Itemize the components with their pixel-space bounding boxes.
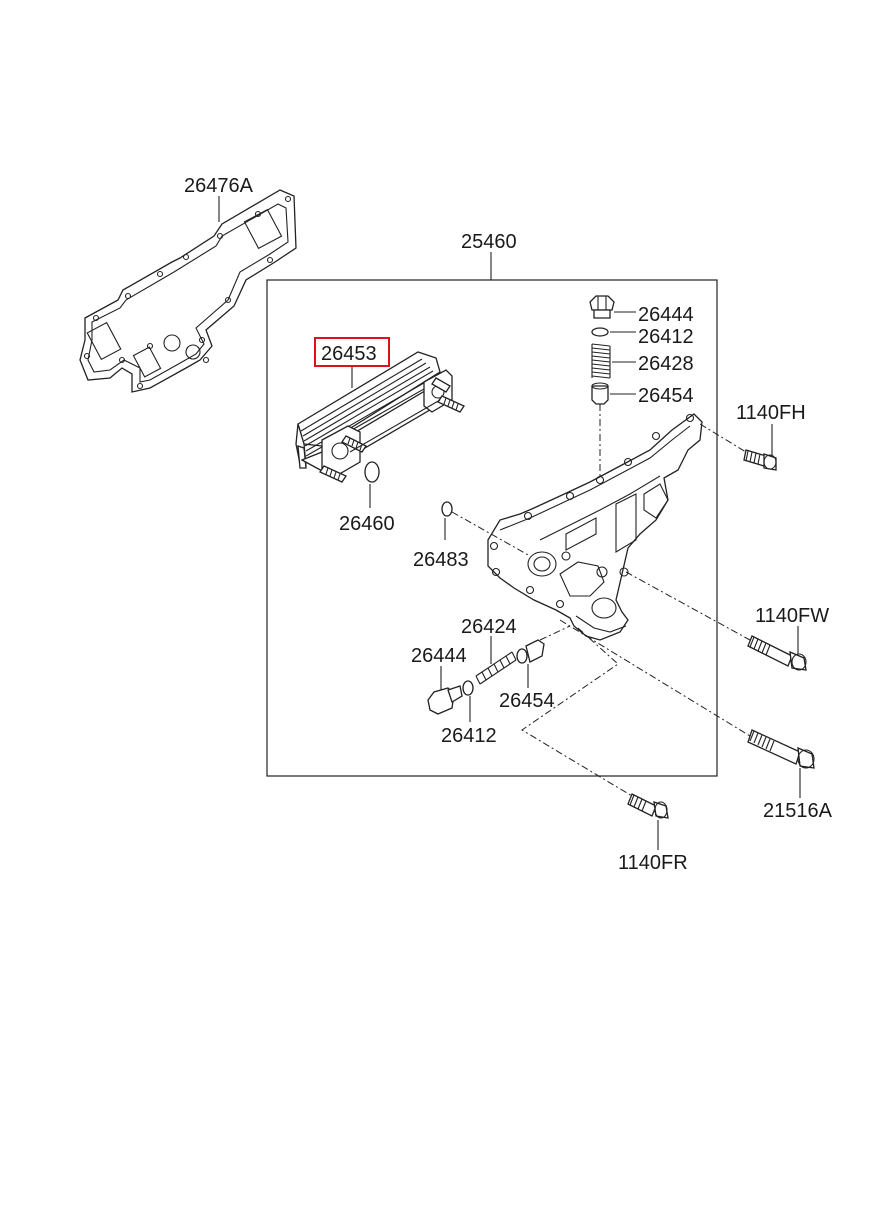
label-26454-top[interactable]: 26454 xyxy=(638,385,694,407)
assembly-frame-25460 xyxy=(266,279,718,777)
label-26428[interactable]: 26428 xyxy=(638,353,694,375)
label-26460[interactable]: 26460 xyxy=(339,513,395,535)
o-ring-26460[interactable] xyxy=(364,461,380,483)
bolt-1140fw[interactable] xyxy=(747,635,807,671)
label-21516a[interactable]: 21516A xyxy=(763,800,833,822)
label-26444-top[interactable]: 26444 xyxy=(638,304,694,326)
label-26454-bottom[interactable]: 26454 xyxy=(499,690,555,712)
bolt-1140fr[interactable] xyxy=(627,793,669,819)
label-26453[interactable]: 26453 xyxy=(321,343,377,365)
o-ring-26454-bottom[interactable] xyxy=(516,648,528,664)
label-25460[interactable]: 25460 xyxy=(461,231,517,253)
gasket-26476a[interactable] xyxy=(79,189,297,393)
washer-26412-bottom[interactable] xyxy=(462,680,474,696)
highlight-box-26453 xyxy=(314,337,390,367)
label-26412-bottom[interactable]: 26412 xyxy=(441,725,497,747)
label-26476a[interactable]: 26476A xyxy=(184,175,254,197)
washer-26412-top[interactable] xyxy=(591,327,609,337)
oil-filter-housing[interactable] xyxy=(487,413,703,641)
bolt-21516a[interactable] xyxy=(747,729,815,769)
bolt-1140fh[interactable] xyxy=(743,449,777,471)
valve-26454-bottom[interactable] xyxy=(525,639,545,663)
label-1140fr[interactable]: 1140FR xyxy=(618,852,688,874)
spring-26424[interactable] xyxy=(475,651,517,685)
label-26424[interactable]: 26424 xyxy=(461,616,517,638)
label-26483[interactable]: 26483 xyxy=(413,549,469,571)
label-1140fh[interactable]: 1140FH xyxy=(736,402,806,424)
oil-cooler-26453[interactable] xyxy=(295,351,465,483)
o-ring-26483[interactable] xyxy=(441,501,453,517)
label-1140fw[interactable]: 1140FW xyxy=(755,605,829,627)
plug-26444-top[interactable] xyxy=(589,295,615,319)
valve-26454-top[interactable] xyxy=(591,382,609,405)
spring-26428[interactable] xyxy=(591,343,611,379)
label-26412-top[interactable]: 26412 xyxy=(638,326,694,348)
label-26444-bottom[interactable]: 26444 xyxy=(411,645,467,667)
plug-26444-bottom[interactable] xyxy=(427,685,463,715)
